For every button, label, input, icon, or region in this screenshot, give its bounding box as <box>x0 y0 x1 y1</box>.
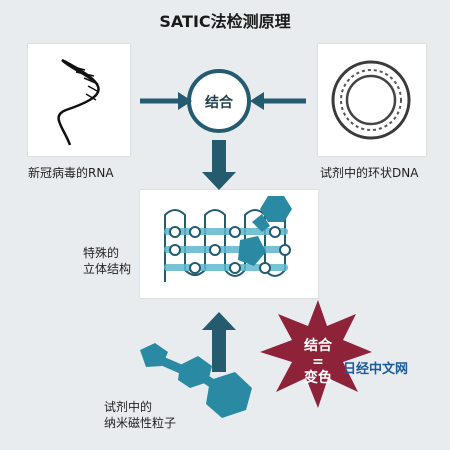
structure-illustration <box>164 196 292 282</box>
burst-line2: = <box>312 354 324 370</box>
arrow-from-rna <box>140 92 192 110</box>
burst-line3: 变色 <box>304 370 332 386</box>
arrow-down-to-structure <box>202 140 236 190</box>
structure-label-line1: 特殊的 <box>83 246 120 260</box>
rna-panel <box>28 44 130 156</box>
arrow-up-from-particle <box>202 312 236 372</box>
diagram-title: SATIC法检测原理 <box>159 12 291 31</box>
watermark: 日经中文网 <box>343 362 409 377</box>
binding-node-label: 结合 <box>205 95 233 111</box>
nanoparticle-icon <box>140 343 252 418</box>
color-change-burst <box>260 300 372 408</box>
burst-line1: 结合 <box>304 338 332 354</box>
rna-helix-icon <box>57 58 100 146</box>
burst-text: 结合 = 变色 <box>288 338 348 386</box>
structure-label-line2: 立体结构 <box>83 262 132 276</box>
particle-label-line2: 纳米磁性粒子 <box>104 416 177 430</box>
circular-dna-icon <box>331 60 411 140</box>
dna-label: 试剂中的环状DNA <box>320 166 419 180</box>
rna-label: 新冠病毒的RNA <box>28 166 114 180</box>
particle-label-line1: 试剂中的 <box>104 400 153 414</box>
arrow-from-dna <box>250 92 306 110</box>
